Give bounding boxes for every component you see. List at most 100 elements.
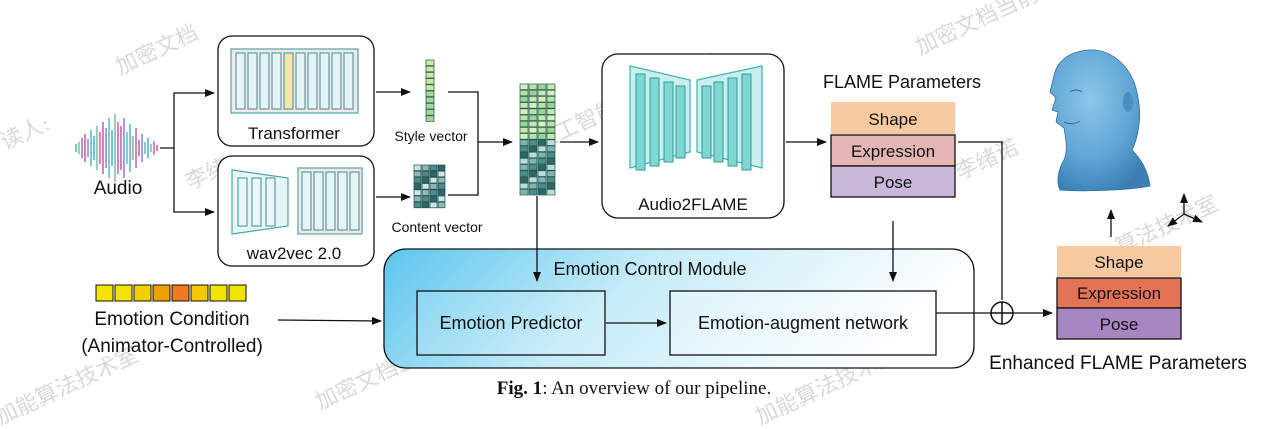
style-vector-cell (425, 115, 435, 122)
combined-feature-cell (519, 114, 529, 121)
content-vector-cell (413, 201, 422, 209)
combined-feature-cell (546, 89, 556, 97)
content-vector-cell (421, 164, 430, 171)
watermark-text: 加密文档当前 (912, 0, 1042, 60)
combined-feature-cell (537, 164, 547, 171)
combined-feature-cell (537, 151, 547, 159)
audio-waveform-icon (75, 114, 158, 182)
audio2flame-decoder-bar (713, 81, 724, 163)
figure-caption: Fig. 1: An overview of our pipeline. (0, 378, 1268, 400)
flame-pose-label: Pose (874, 173, 913, 192)
wav2vec-encoder-bar (251, 177, 262, 227)
combined-feature-cell (528, 151, 538, 159)
combined-feature-cell (537, 182, 547, 190)
emotion-condition-cell (209, 284, 228, 302)
flame-to-sum-line (958, 141, 1003, 300)
transformer-layer-bar (247, 52, 258, 110)
transformer-layer-bar (259, 52, 270, 110)
combined-feature-cell (528, 114, 538, 121)
emotion-module-title: Emotion Control Module (553, 259, 746, 279)
combined-feature-cell (528, 189, 538, 196)
content-vector-cell (421, 195, 430, 202)
transformer-layer-bar (331, 52, 342, 110)
content-vector-cell (421, 189, 430, 196)
emotion-predictor-box (416, 290, 606, 356)
style-vector-cell (425, 59, 435, 66)
combined-feature-cell (546, 139, 556, 146)
watermark-text: 读人: (0, 111, 54, 155)
content-vector-cell (437, 164, 446, 171)
combined-feature-cell (546, 120, 556, 128)
flame-params-title: FLAME Parameters (823, 72, 981, 92)
combined-feature-cell (537, 108, 547, 115)
emotion-condition-cell (133, 284, 152, 302)
audio2flame-decoder-bar (741, 73, 752, 171)
combined-feature-cell (519, 151, 529, 159)
enhanced-pose-cell (1056, 307, 1182, 340)
emotion-control-module (383, 248, 975, 369)
audio2flame-encoder-bar (663, 81, 674, 163)
combined-feature-cell (528, 83, 538, 90)
wav2vec-transformer-bar (325, 171, 336, 231)
combined-feature-cell (528, 139, 538, 146)
wav2vec-layers (237, 171, 360, 231)
transformer-layer-bar (343, 52, 354, 110)
content-vector-cell (437, 201, 446, 209)
emotion-condition-cell (171, 284, 190, 302)
wav2vec-transformer-bar (301, 171, 312, 231)
combined-feature-cell (546, 158, 556, 165)
style-vector-icon (425, 59, 435, 122)
combined-feature-cell (528, 170, 538, 177)
content-vector-cell (429, 189, 438, 196)
flame-pose-cell (830, 165, 956, 198)
audio2flame-encoder-bar (635, 73, 646, 171)
combined-feature-cell (546, 96, 556, 103)
enhanced-title: Enhanced FLAME Parameters (989, 353, 1247, 374)
style-vector-cell (425, 90, 435, 97)
combined-feature-cell (537, 89, 547, 97)
wav2vec-label: wav2vec 2.0 (246, 244, 342, 263)
content-vector-cell (421, 177, 430, 184)
content-vector-label: Content vector (391, 219, 482, 235)
style-vector-cell (425, 72, 435, 79)
content-vector-cell (413, 183, 422, 190)
emotion-condition-line1: Emotion Condition (94, 309, 249, 330)
content-vector-cell (429, 164, 438, 171)
emotion-condition-cell (114, 284, 133, 302)
vector-arrows (376, 88, 411, 201)
combined-feature-cell (528, 108, 538, 115)
transformer-layer-bar (283, 52, 294, 110)
combined-feature-cell (528, 182, 538, 190)
combined-feature-cell (537, 114, 547, 121)
emotion-augment-box (669, 290, 937, 356)
enhanced-shape-label: Shape (1094, 253, 1143, 272)
content-vector-cell (437, 183, 446, 190)
combined-feature-cell (546, 189, 556, 196)
combined-feature-cell (528, 176, 538, 183)
emotion-condition-cell (152, 284, 171, 302)
content-vector-cell (413, 164, 422, 171)
transformer-layer-bar (235, 52, 246, 110)
combined-feature-cell (537, 96, 547, 103)
condition-to-module-arrow (277, 316, 382, 325)
transformer-layers (235, 52, 354, 110)
combined-feature-cell (537, 170, 547, 177)
combined-feature-cell (528, 96, 538, 103)
combined-feature-cell (519, 83, 529, 90)
combined-feature-cell (546, 164, 556, 171)
style-vector-label: Style vector (394, 128, 467, 144)
transformer-label: Transformer (248, 124, 340, 143)
combined-feature-cell (537, 102, 547, 109)
content-vector-cell (413, 189, 422, 196)
combined-feature-cell (528, 158, 538, 165)
combined-feature-cell (519, 139, 529, 146)
combined-feature-cell (546, 182, 556, 190)
flame-shape-label: Shape (868, 110, 917, 129)
combined-feature-cell (537, 127, 547, 134)
combined-feature-cell (519, 164, 529, 171)
style-vector-cell (425, 96, 435, 104)
audio2flame-decoder-bar (727, 77, 738, 167)
combined-feature-cell (546, 114, 556, 121)
content-vector-cell (437, 195, 446, 202)
style-vector-cell (425, 109, 435, 116)
